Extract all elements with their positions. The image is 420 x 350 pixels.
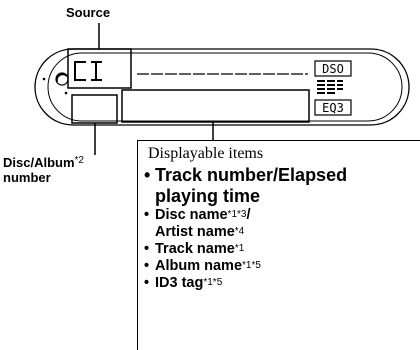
- source-box: [67, 48, 132, 89]
- item-footnote: *1: [234, 243, 245, 254]
- source-segment-display: [74, 61, 102, 81]
- list-item-disc-artist: Disc name*1*3/ Artist name*4: [144, 207, 347, 241]
- item-text: ID3 tag: [155, 275, 204, 291]
- display-inner-frame: [47, 52, 403, 122]
- dso-indicator: DSO: [322, 62, 344, 76]
- disc-album-number-box: [71, 94, 118, 124]
- item-footnote: *1*3: [227, 209, 247, 220]
- item-text: playing time: [155, 186, 261, 206]
- dso-indicator-box: [314, 60, 352, 77]
- disc-album-label-text: Disc/Album: [3, 155, 75, 170]
- item-text: Artist name: [155, 224, 235, 240]
- item-footnote: *1*5: [242, 260, 261, 271]
- disc-album-footnote: *2: [74, 155, 84, 166]
- dot-mark-bottom: [64, 91, 68, 95]
- number-label-text: number: [3, 170, 51, 185]
- item-suffix: /: [246, 207, 251, 223]
- item-footnote: *4: [234, 226, 245, 237]
- list-item-track-number: Track number/Elapsed playing time: [144, 165, 347, 207]
- item-text: Track name: [155, 241, 235, 257]
- dot-mark-left: [42, 77, 46, 81]
- knob-indicator: [55, 73, 68, 83]
- display-outer-frame: [34, 48, 410, 126]
- list-item-track-name: Track name*1: [144, 241, 347, 258]
- item-text: Track number/Elapsed: [155, 165, 348, 185]
- displayable-items-panel: Displayable items Track number/Elapsed p…: [137, 140, 420, 350]
- item-text: Album name: [155, 258, 243, 274]
- list-item-album-name: Album name*1*5: [144, 258, 347, 275]
- source-label: Source: [66, 5, 111, 20]
- disc-album-number-label: Disc/Album*2 number: [3, 155, 84, 185]
- eq3-indicator-box: [314, 99, 352, 116]
- item-footnote: *1*5: [203, 277, 223, 288]
- list-item-id3-tag: ID3 tag*1*5: [144, 275, 347, 292]
- item-text: Disc name: [155, 207, 228, 223]
- displayable-items-list: Track number/Elapsed playing time Disc n…: [144, 165, 347, 292]
- panel-title: Displayable items: [148, 145, 264, 162]
- displayable-items-box: [121, 89, 310, 123]
- eq3-indicator: EQ3: [322, 101, 344, 115]
- equalizer-icon: [317, 80, 343, 94]
